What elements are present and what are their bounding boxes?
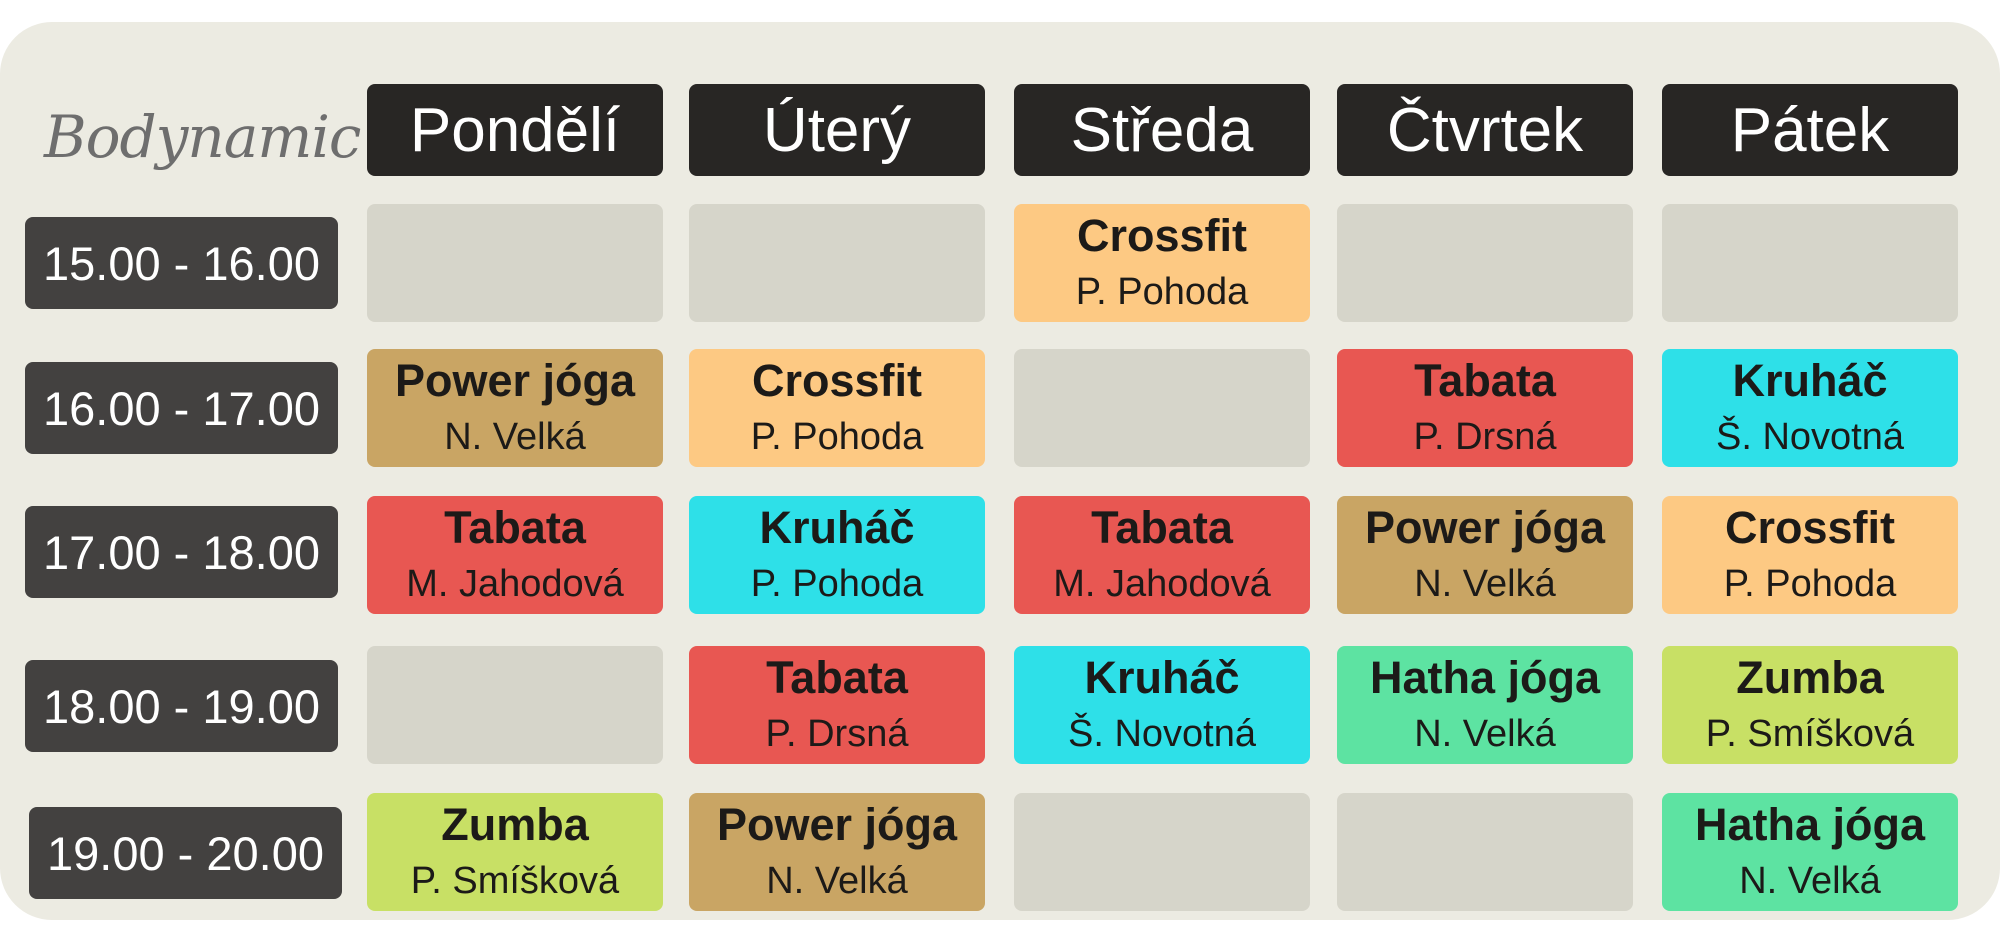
schedule-cell: Tabata P. Drsná	[1337, 349, 1633, 467]
schedule-cell: Power jóga N. Velká	[689, 793, 985, 911]
schedule-cell-empty	[367, 204, 663, 322]
class-name: Power jóga	[394, 355, 636, 406]
instructor-name: P. Pohoda	[750, 563, 924, 605]
class-name: Tabata	[1091, 502, 1233, 553]
schedule-cell-empty	[1014, 793, 1310, 911]
schedule-cell: Kruháč P. Pohoda	[689, 496, 985, 614]
class-name: Kruháč	[759, 502, 915, 553]
class-name: Power jóga	[1364, 502, 1606, 553]
instructor-name: N. Velká	[1414, 563, 1556, 605]
instructor-name: P. Smíšková	[1705, 713, 1915, 755]
instructor-name: M. Jahodová	[1053, 563, 1271, 605]
instructor-name: P. Pohoda	[1723, 563, 1897, 605]
instructor-name: Š. Novotná	[1068, 713, 1256, 755]
time-slot-label: 18.00 - 19.00	[25, 660, 338, 752]
schedule-cell: Kruháč Š. Novotná	[1014, 646, 1310, 764]
class-name: Crossfit	[1724, 502, 1896, 553]
instructor-name: N. Velká	[766, 860, 908, 902]
class-name: Tabata	[766, 652, 908, 703]
class-name: Kruháč	[1732, 355, 1888, 406]
time-slot-label: 15.00 - 16.00	[25, 217, 338, 309]
instructor-name: M. Jahodová	[406, 563, 624, 605]
schedule-cell: Hatha jóga N. Velká	[1662, 793, 1958, 911]
class-name: Power jóga	[716, 799, 958, 850]
schedule-cell: Crossfit P. Pohoda	[1014, 204, 1310, 322]
day-header-friday: Pátek	[1662, 84, 1958, 176]
instructor-name: N. Velká	[1414, 713, 1556, 755]
schedule-cell-empty	[1014, 349, 1310, 467]
class-name: Zumba	[1736, 652, 1884, 703]
class-name: Hatha jóga	[1694, 799, 1926, 850]
class-name: Tabata	[444, 502, 586, 553]
schedule-cell: Crossfit P. Pohoda	[1662, 496, 1958, 614]
day-header-wednesday: Středa	[1014, 84, 1310, 176]
instructor-name: N. Velká	[1739, 860, 1881, 902]
day-header-thursday: Čtvrtek	[1337, 84, 1633, 176]
schedule-cell: Tabata M. Jahodová	[367, 496, 663, 614]
schedule-cell-empty	[1337, 204, 1633, 322]
schedule-cell: Zumba P. Smíšková	[367, 793, 663, 911]
brand-logo: Bodynamic	[44, 103, 361, 171]
schedule-cell: Crossfit P. Pohoda	[689, 349, 985, 467]
instructor-name: P. Smíšková	[410, 860, 620, 902]
class-name: Tabata	[1414, 355, 1556, 406]
schedule-cell: Zumba P. Smíšková	[1662, 646, 1958, 764]
schedule-cell: Kruháč Š. Novotná	[1662, 349, 1958, 467]
day-header-tuesday: Úterý	[689, 84, 985, 176]
schedule-cell-empty	[1337, 793, 1633, 911]
schedule-cell-empty	[689, 204, 985, 322]
class-name: Zumba	[441, 799, 589, 850]
instructor-name: P. Drsná	[1413, 416, 1557, 458]
schedule-cell: Tabata P. Drsná	[689, 646, 985, 764]
class-name: Kruháč	[1084, 652, 1240, 703]
day-header-monday: Pondělí	[367, 84, 663, 176]
instructor-name: P. Pohoda	[750, 416, 924, 458]
time-slot-label: 19.00 - 20.00	[29, 807, 342, 899]
class-name: Crossfit	[1076, 210, 1248, 261]
schedule-cell: Power jóga N. Velká	[1337, 496, 1633, 614]
time-slot-label: 17.00 - 18.00	[25, 506, 338, 598]
schedule-board: Bodynamic Pondělí Úterý Středa Čtvrtek P…	[0, 22, 2000, 920]
instructor-name: P. Pohoda	[1075, 271, 1249, 313]
schedule-cell: Hatha jóga N. Velká	[1337, 646, 1633, 764]
schedule-cell-empty	[367, 646, 663, 764]
schedule-cell: Tabata M. Jahodová	[1014, 496, 1310, 614]
time-slot-label: 16.00 - 17.00	[25, 362, 338, 454]
class-name: Crossfit	[751, 355, 923, 406]
schedule-cell-empty	[1662, 204, 1958, 322]
schedule-cell: Power jóga N. Velká	[367, 349, 663, 467]
instructor-name: N. Velká	[444, 416, 586, 458]
class-name: Hatha jóga	[1369, 652, 1601, 703]
instructor-name: Š. Novotná	[1716, 416, 1904, 458]
instructor-name: P. Drsná	[765, 713, 909, 755]
